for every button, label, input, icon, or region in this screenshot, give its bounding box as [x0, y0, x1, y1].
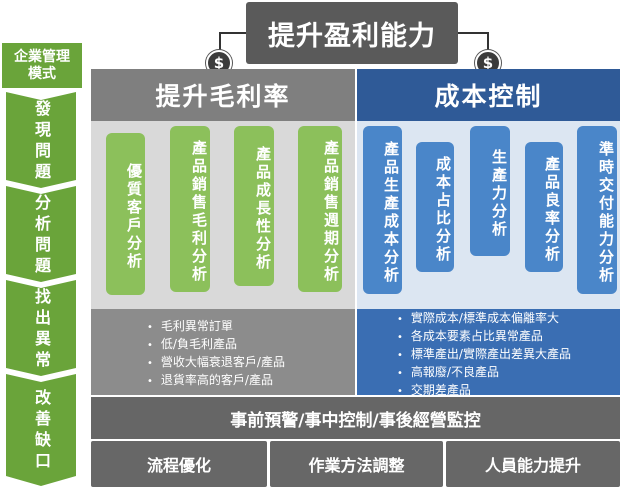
list-item: 低/負毛利產品: [147, 336, 285, 354]
step-find-anomaly: 找出異常: [32, 288, 51, 372]
method-adjustment-box: 作業方法調整: [270, 441, 443, 487]
pill-productivity: 生產力分析: [470, 126, 510, 256]
list-item: 退貨率高的客戶/產品: [147, 372, 285, 390]
step-analyze: 分析問題: [32, 194, 51, 278]
sidebar-header: 企業管理 模式: [2, 43, 82, 88]
monitoring-bar: 事前預警/事中控制/事後經營監控: [91, 397, 620, 439]
pill-production-cost: 產品生產成本分析: [363, 126, 402, 294]
pill-product-margin: 產品銷售毛利分析: [170, 126, 210, 292]
process-optimization-box: 流程優化: [91, 441, 267, 487]
gross-margin-issue-list: 毛利異常訂單 低/負毛利產品 營收大幅衰退客戶/產品 退貨率高的客戶/產品: [91, 309, 355, 395]
list-item: 交期差產品: [397, 382, 571, 400]
dollar-cycle-icon: $: [206, 50, 232, 76]
cost-control-header: 成本控制: [357, 69, 620, 121]
step-improve: 改善缺口: [32, 389, 51, 473]
page-title: 提升盈利能力: [246, 2, 458, 64]
step-discover: 發現問題: [32, 100, 51, 184]
pill-quality-customer: 優質客戶分析: [106, 133, 145, 295]
list-item: 高報廢/不良產品: [397, 364, 571, 382]
pill-product-growth: 產品成長性分析: [234, 126, 274, 286]
list-item: 毛利異常訂單: [147, 318, 285, 336]
list-item: 各成本要素占比異常產品: [397, 328, 571, 346]
capability-improvement-box: 人員能力提升: [446, 441, 620, 487]
process-chevrons: [6, 92, 76, 486]
pill-on-time-delivery: 準時交付能力分析: [577, 126, 617, 294]
list-item: 營收大幅衰退客戶/產品: [147, 354, 285, 372]
sidebar-header-label: 企業管理 模式: [14, 48, 70, 82]
list-item: 實際成本/標準成本偏離率大: [397, 310, 571, 328]
cost-control-issue-list: 實際成本/標準成本偏離率大 各成本要素占比異常產品 標準產出/實際產出差異大產品…: [357, 309, 620, 397]
list-item: 標準產出/實際產出差異大產品: [397, 346, 571, 364]
pill-yield: 產品良率分析: [525, 142, 563, 272]
gross-margin-header: 提升毛利率: [91, 69, 355, 121]
pill-cost-ratio: 成本占比分析: [416, 142, 454, 272]
pill-sales-cycle: 產品銷售週期分析: [298, 126, 342, 292]
